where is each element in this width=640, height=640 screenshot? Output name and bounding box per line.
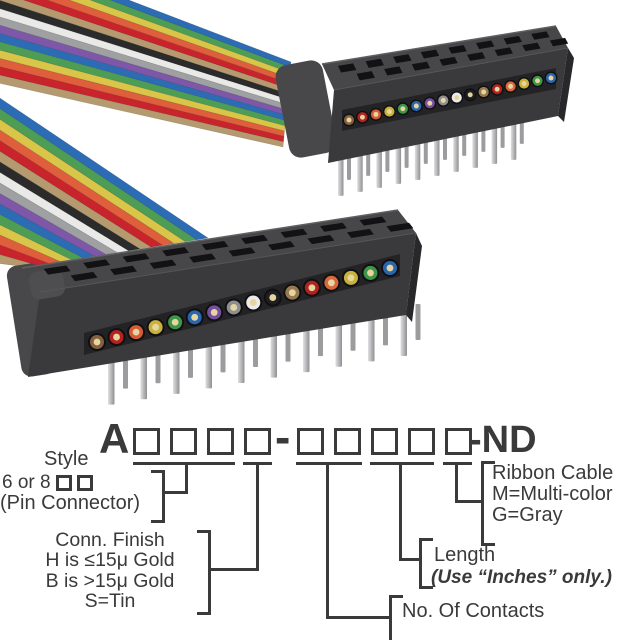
finish-option-b: B is >15μ Gold <box>45 569 175 592</box>
finish-callout: Conn. Finish H is ≤15μ Gold B is >15μ Go… <box>28 530 192 612</box>
leader-finish-horizontal <box>208 568 259 571</box>
ribbon-option-m: M=Multi-color <box>492 483 613 505</box>
part-number-box <box>297 428 324 455</box>
style-label: Style <box>44 448 89 470</box>
leader-style-vertical <box>185 462 188 494</box>
part-number-box <box>244 428 271 455</box>
ribbon-cable-lower <box>0 97 209 268</box>
underline-style-group <box>133 462 235 465</box>
part-number-box <box>445 428 472 455</box>
length-label: Length <box>434 544 496 566</box>
style-option-row: 6 or 8 <box>2 473 93 493</box>
contacts-label: No. Of Contacts <box>402 600 545 622</box>
ribbon-label: Ribbon Cable <box>492 462 614 484</box>
leader-contacts-horizontal <box>326 616 389 619</box>
bracket-ribbon <box>481 461 495 546</box>
connector-large <box>6 209 422 405</box>
part-number-box <box>207 428 234 455</box>
finish-label: Conn. Finish <box>55 529 165 551</box>
connector-photo <box>0 0 574 405</box>
bracket-finish <box>197 530 211 615</box>
finish-option-s: S=Tin <box>84 590 136 613</box>
part-number-box <box>371 428 398 455</box>
part-number-suffix: -ND <box>469 419 537 461</box>
part-number-box <box>408 428 435 455</box>
part-number-box <box>170 428 197 455</box>
part-number-box <box>133 428 160 455</box>
part-number-box <box>334 428 361 455</box>
style-note: (Pin Connector) <box>0 492 141 514</box>
underline-contacts-group <box>296 462 362 465</box>
ribbon-callout: Ribbon Cable M=Multi-color G=Gray <box>492 463 613 526</box>
ribbon-cable-upper <box>0 0 292 148</box>
leader-style-horizontal <box>162 491 188 494</box>
leader-contacts-vertical <box>326 462 329 619</box>
bracket-contacts <box>389 595 403 640</box>
leader-ribbon-vertical <box>455 462 458 503</box>
style-option-box <box>55 474 72 491</box>
length-note: (Use “Inches” only.) <box>431 567 612 588</box>
leader-ribbon-horizontal <box>455 500 481 503</box>
style-option-box <box>76 474 93 491</box>
bracket-length <box>419 538 433 589</box>
ribbon-option-g: G=Gray <box>492 504 563 526</box>
connector-small <box>275 25 574 196</box>
part-number-separator: - <box>275 411 291 463</box>
style-option-prefix: 6 or 8 <box>2 472 51 493</box>
leader-length-vertical <box>399 462 402 561</box>
leader-length-horizontal <box>399 558 419 561</box>
bracket-style <box>151 470 165 523</box>
finish-option-h: H is ≤15μ Gold <box>45 549 175 572</box>
underline-length-group <box>370 462 434 465</box>
leader-finish-vertical <box>256 462 259 571</box>
part-number-prefix: A <box>99 415 130 462</box>
